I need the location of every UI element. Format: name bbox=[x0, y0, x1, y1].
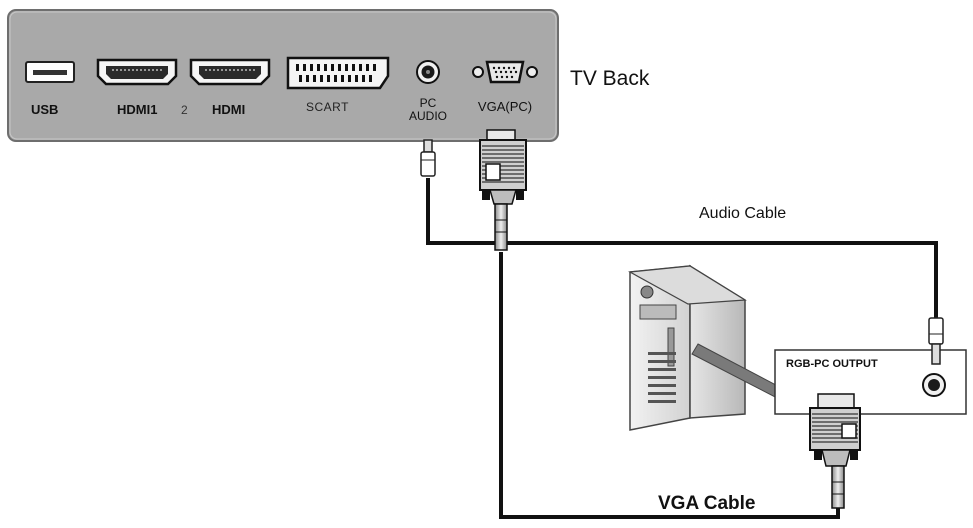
hdmi1-port-icon bbox=[96, 58, 178, 86]
scart-label: SCART bbox=[306, 100, 349, 114]
vga-plug-tv-icon bbox=[479, 129, 527, 251]
pc-audio-output-jack-icon bbox=[922, 373, 946, 397]
rgb-pc-output-label: RGB-PC OUTPUT bbox=[786, 358, 878, 370]
scart-port-icon bbox=[286, 56, 390, 90]
pc-audio-label-line2: AUDIO bbox=[409, 109, 447, 123]
hdmi1-label: HDMI1 bbox=[117, 102, 157, 117]
vga-cable bbox=[499, 252, 840, 519]
usb-label: USB bbox=[31, 102, 58, 117]
audio-cable-label: Audio Cable bbox=[699, 205, 786, 222]
tv-back-label: TV Back bbox=[570, 67, 650, 90]
tv-back-panel bbox=[7, 9, 559, 142]
vga-port-icon bbox=[472, 60, 538, 84]
vga-plug-pc-icon bbox=[809, 393, 861, 509]
hdmi2-port-icon bbox=[189, 58, 271, 86]
hdmi2-label: HDMI bbox=[212, 102, 245, 117]
audio-plug-tv-icon bbox=[420, 139, 436, 177]
pc-audio-label-line1: PC bbox=[420, 96, 437, 110]
audio-cable bbox=[426, 178, 938, 318]
pc-audio-jack-icon bbox=[416, 60, 440, 84]
vga-cable-label: VGA Cable bbox=[658, 493, 756, 514]
hdmi2-number: 2 bbox=[181, 103, 188, 117]
vga-label: VGA(PC) bbox=[478, 99, 532, 114]
audio-plug-pc-icon bbox=[928, 317, 944, 365]
usb-port-icon bbox=[25, 61, 75, 83]
